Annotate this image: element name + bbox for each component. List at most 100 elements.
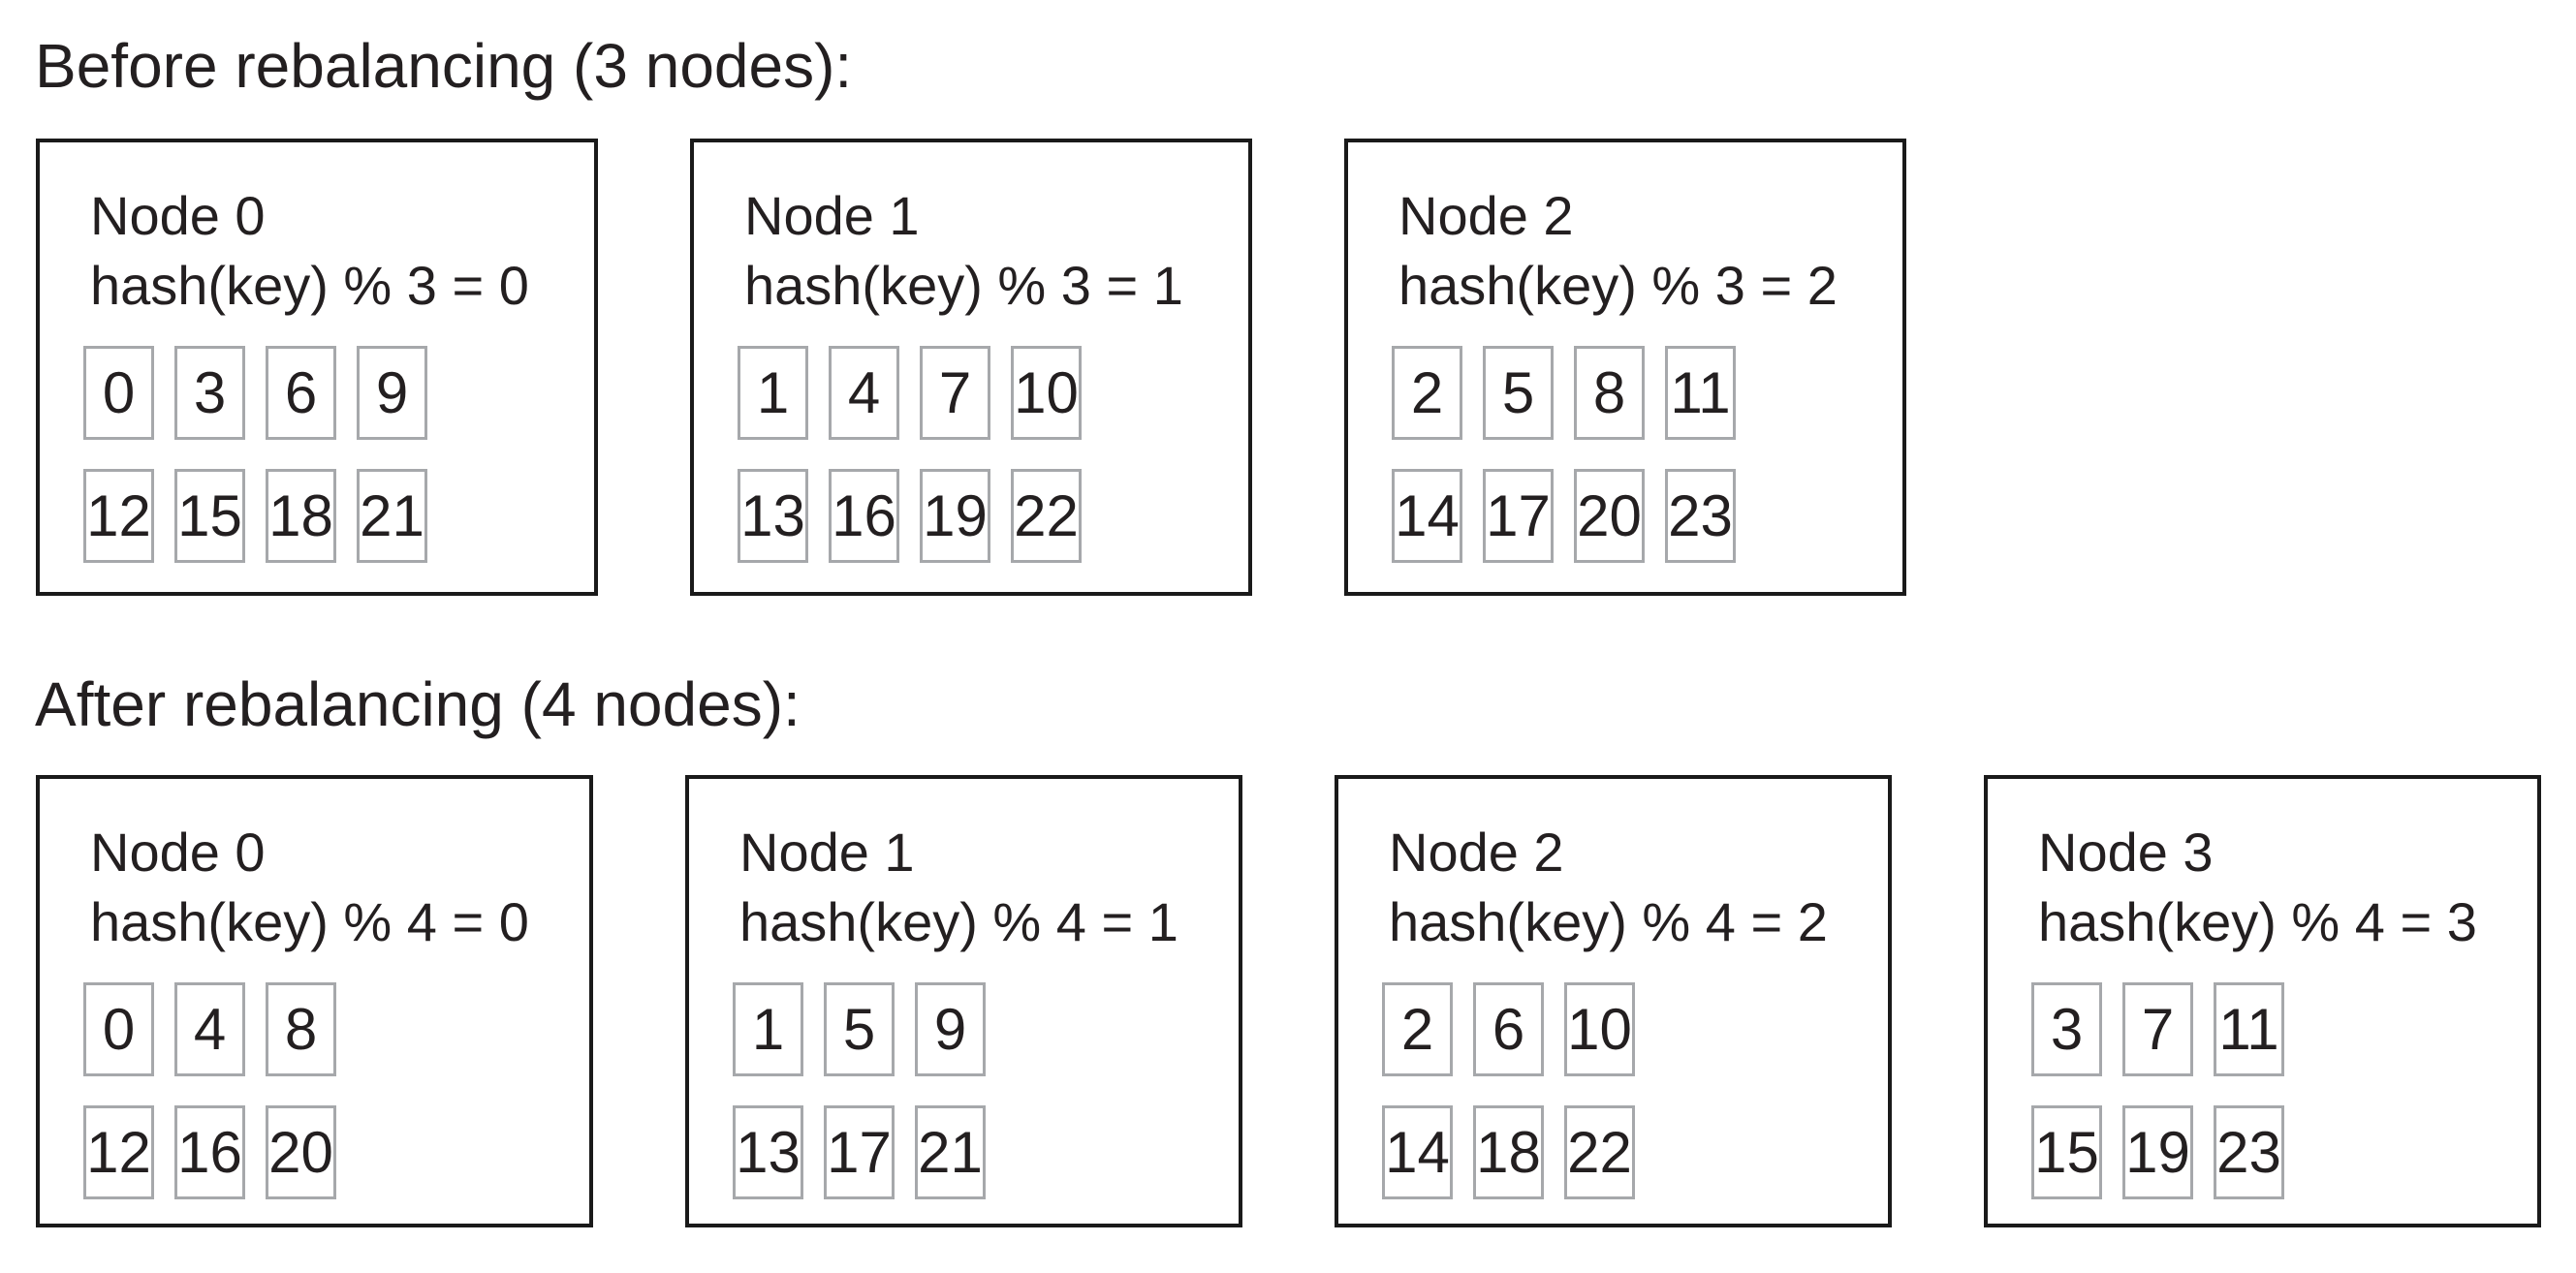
key-cell: 13 [738,469,808,563]
key-cell: 7 [2122,982,2193,1076]
key-cell: 10 [1564,982,1635,1076]
key-cell: 13 [733,1105,803,1199]
key-cell: 23 [2214,1105,2284,1199]
key-cell: 2 [1382,982,1453,1076]
node-label: Node 3 [2038,822,2214,883]
key-cell: 9 [915,982,986,1076]
key-cell: 18 [1473,1105,1544,1199]
key-cell: 19 [920,469,990,563]
node-label: Node 0 [90,822,266,883]
after-rebalancing-title: After rebalancing (4 nodes): [35,669,801,739]
key-cell: 6 [266,346,336,440]
key-cell: 6 [1473,982,1544,1076]
key-cell: 15 [2031,1105,2102,1199]
key-cell: 0 [83,982,154,1076]
key-cell: 11 [2214,982,2284,1076]
node-hash-rule: hash(key) % 4 = 2 [1389,891,1828,952]
key-cell: 22 [1564,1105,1635,1199]
before-rebalancing-title: Before rebalancing (3 nodes): [35,31,853,101]
node-label: Node 0 [90,185,266,246]
key-cell: 14 [1382,1105,1453,1199]
key-cell: 1 [733,982,803,1076]
key-cell: 20 [1574,469,1645,563]
node-hash-rule: hash(key) % 3 = 2 [1398,255,1838,316]
key-cell: 23 [1665,469,1736,563]
node-text-section-1-node-0: Node 0 hash(key) % 4 = 0 [90,818,589,957]
key-cell: 4 [174,982,245,1076]
key-cell: 22 [1011,469,1082,563]
key-cell: 12 [83,1105,154,1199]
node-text-section-0-node-0: Node 0 hash(key) % 3 = 0 [90,181,594,321]
key-cell: 11 [1665,346,1736,440]
key-cell: 16 [829,469,899,563]
key-cell: 8 [1574,346,1645,440]
node-text-section-0-node-2: Node 2 hash(key) % 3 = 2 [1398,181,1902,321]
key-cell: 17 [1483,469,1554,563]
node-hash-rule: hash(key) % 3 = 1 [744,255,1183,316]
key-cell: 14 [1392,469,1462,563]
key-cell: 2 [1392,346,1462,440]
key-cell: 10 [1011,346,1082,440]
node-text-section-1-node-1: Node 1 hash(key) % 4 = 1 [739,818,1239,957]
key-cell: 12 [83,469,154,563]
key-cell: 4 [829,346,899,440]
key-cell: 8 [266,982,336,1076]
key-cell: 5 [824,982,895,1076]
node-text-section-1-node-2: Node 2 hash(key) % 4 = 2 [1389,818,1888,957]
key-cell: 21 [915,1105,986,1199]
node-label: Node 1 [739,822,915,883]
key-cell: 9 [357,346,427,440]
key-cell: 7 [920,346,990,440]
key-cell: 16 [174,1105,245,1199]
key-cell: 20 [266,1105,336,1199]
node-text-section-1-node-3: Node 3 hash(key) % 4 = 3 [2038,818,2537,957]
node-label: Node 2 [1398,185,1574,246]
key-cell: 3 [174,346,245,440]
node-text-section-0-node-1: Node 1 hash(key) % 3 = 1 [744,181,1248,321]
key-cell: 0 [83,346,154,440]
key-cell: 3 [2031,982,2102,1076]
key-cell: 17 [824,1105,895,1199]
key-cell: 21 [357,469,427,563]
node-hash-rule: hash(key) % 4 = 1 [739,891,1178,952]
node-hash-rule: hash(key) % 4 = 0 [90,891,529,952]
key-cell: 19 [2122,1105,2193,1199]
node-hash-rule: hash(key) % 3 = 0 [90,255,529,316]
key-cell: 5 [1483,346,1554,440]
node-label: Node 2 [1389,822,1564,883]
node-hash-rule: hash(key) % 4 = 3 [2038,891,2477,952]
node-label: Node 1 [744,185,920,246]
key-cell: 1 [738,346,808,440]
